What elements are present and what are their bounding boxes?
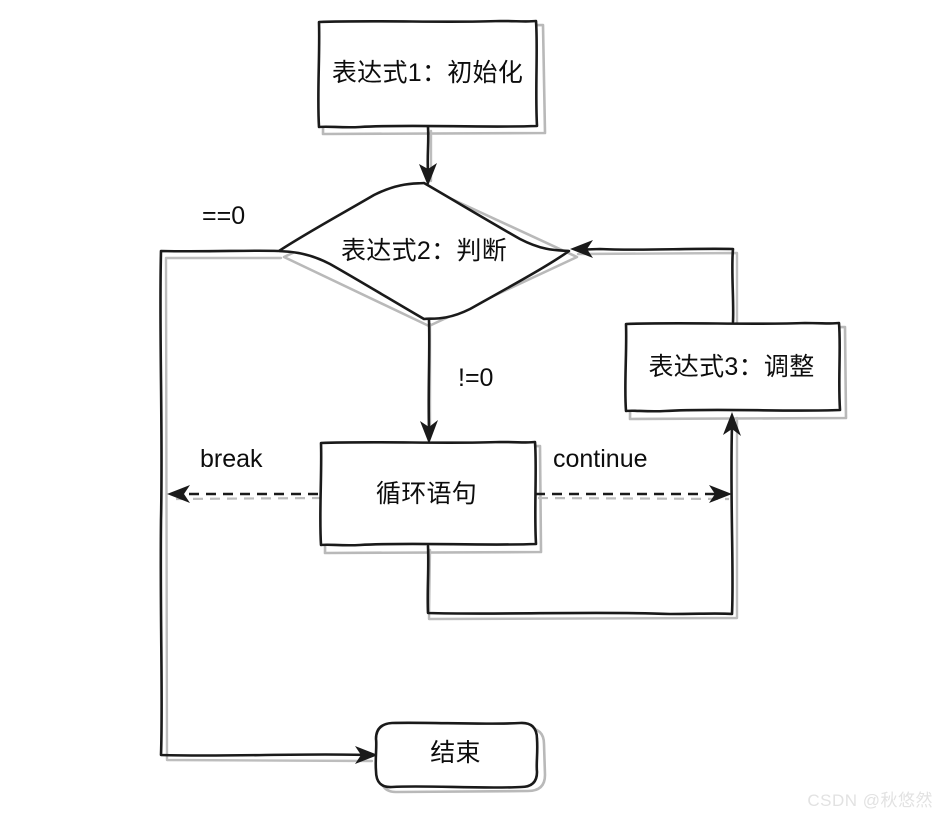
adjust-to-condition-arrowhead: [570, 240, 593, 258]
end-box[interactable]: [374, 721, 539, 789]
condition-diamond[interactable]: [277, 181, 571, 321]
body-to-adjust-arrowhead: [723, 412, 741, 436]
init-to-condition-edge: [426, 125, 430, 174]
csdn-watermark: CSDN @秋悠然: [807, 791, 933, 810]
condition-true-label: !=0: [458, 364, 494, 392]
condition-false-edge: [159, 249, 370, 757]
body-to-adjust-edge-shadow: [427, 416, 739, 621]
condition-false-arrowhead: [355, 746, 378, 764]
body-to-adjust-edge: [426, 423, 734, 616]
body-box[interactable]: [318, 440, 538, 547]
init-box[interactable]: [316, 19, 539, 129]
condition-true-arrowhead: [420, 420, 438, 444]
adjust-to-condition-edge: [580, 247, 735, 324]
node-layer: [277, 19, 842, 789]
adjust-box[interactable]: [624, 321, 842, 413]
init-to-condition-arrowhead: [419, 163, 437, 186]
break-edge-shadow: [173, 496, 323, 501]
edge-layer: [159, 125, 741, 764]
condition-false-label: ==0: [202, 202, 246, 230]
condition-false-edge-shadow: [164, 256, 374, 763]
adjust-to-condition-edge-shadow: [576, 251, 739, 328]
condition-diamond-label: 表达式2：判断: [340, 237, 507, 265]
continue-label: continue: [553, 445, 648, 473]
body-box-label: 循环语句: [375, 480, 478, 508]
end-box-label: 结束: [430, 739, 481, 767]
break-label: break: [200, 445, 263, 473]
condition-true-edge: [427, 318, 431, 431]
init-box-label: 表达式1：初始化: [331, 59, 524, 87]
break-arrowhead: [167, 485, 190, 503]
continue-edge-shadow: [537, 496, 730, 501]
adjust-box-label: 表达式3：调整: [648, 353, 815, 381]
continue-arrowhead: [709, 485, 732, 503]
